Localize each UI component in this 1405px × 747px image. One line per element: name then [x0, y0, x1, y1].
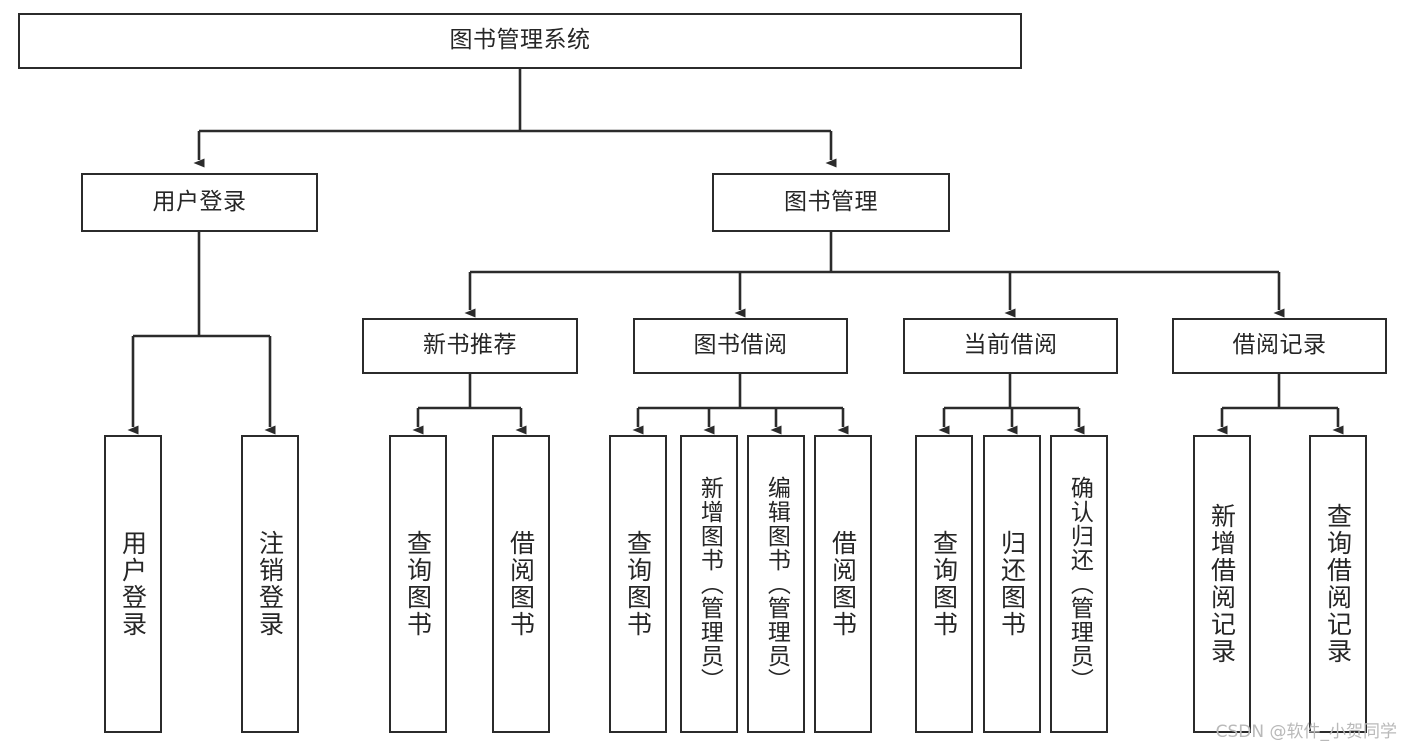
- node-user-login-label: 用户登录: [152, 188, 247, 215]
- node-leaf-query-book-borrow-label: 查询图书: [623, 530, 653, 638]
- node-leaf-query-book-current[interactable]: 查询图书: [915, 435, 973, 733]
- node-borrow-record-label: 借阅记录: [1232, 332, 1327, 359]
- node-root[interactable]: 图书管理系统: [18, 13, 1022, 69]
- node-leaf-user-login[interactable]: 用户登录: [104, 435, 162, 733]
- node-leaf-query-borrow-record-label: 查询借阅记录: [1323, 503, 1353, 665]
- node-leaf-edit-book-admin[interactable]: 编辑图书（管理员）: [747, 435, 805, 733]
- node-borrow-record[interactable]: 借阅记录: [1172, 318, 1387, 374]
- node-leaf-user-login-label: 用户登录: [118, 530, 148, 638]
- node-leaf-logout[interactable]: 注销登录: [241, 435, 299, 733]
- watermark-text: CSDN @软件_小贺同学: [1215, 722, 1397, 742]
- node-leaf-return-book[interactable]: 归还图书: [983, 435, 1041, 733]
- node-leaf-add-book-admin-label: 新增图书（管理员）: [696, 476, 723, 692]
- node-leaf-add-borrow-record[interactable]: 新增借阅记录: [1193, 435, 1251, 733]
- node-leaf-query-book-current-label: 查询图书: [929, 530, 959, 638]
- node-leaf-borrow-book-newbook-label: 借阅图书: [506, 530, 536, 638]
- node-leaf-query-book-borrow[interactable]: 查询图书: [609, 435, 667, 733]
- node-book-borrow-label: 图书借阅: [693, 332, 788, 359]
- node-leaf-confirm-return-admin-label: 确认归还（管理员）: [1066, 476, 1093, 692]
- node-new-book-recommend[interactable]: 新书推荐: [362, 318, 578, 374]
- node-current-borrow[interactable]: 当前借阅: [903, 318, 1118, 374]
- node-leaf-borrow-book-borrow[interactable]: 借阅图书: [814, 435, 872, 733]
- node-leaf-add-borrow-record-label: 新增借阅记录: [1207, 503, 1237, 665]
- node-leaf-query-book-newbook[interactable]: 查询图书: [389, 435, 447, 733]
- node-root-label: 图书管理系统: [449, 27, 591, 54]
- node-leaf-query-borrow-record[interactable]: 查询借阅记录: [1309, 435, 1367, 733]
- node-book-management[interactable]: 图书管理: [712, 173, 950, 232]
- node-user-login[interactable]: 用户登录: [81, 173, 318, 232]
- node-book-borrow[interactable]: 图书借阅: [633, 318, 848, 374]
- node-leaf-add-book-admin[interactable]: 新增图书（管理员）: [680, 435, 738, 733]
- node-leaf-logout-label: 注销登录: [255, 530, 285, 638]
- node-leaf-query-book-newbook-label: 查询图书: [403, 530, 433, 638]
- node-current-borrow-label: 当前借阅: [963, 332, 1058, 359]
- node-leaf-return-book-label: 归还图书: [997, 530, 1027, 638]
- node-new-book-recommend-label: 新书推荐: [423, 332, 517, 359]
- node-leaf-edit-book-admin-label: 编辑图书（管理员）: [763, 476, 790, 692]
- node-leaf-borrow-book-newbook[interactable]: 借阅图书: [492, 435, 550, 733]
- node-leaf-confirm-return-admin[interactable]: 确认归还（管理员）: [1050, 435, 1108, 733]
- node-book-management-label: 图书管理: [784, 188, 878, 215]
- node-leaf-borrow-book-borrow-label: 借阅图书: [828, 530, 858, 638]
